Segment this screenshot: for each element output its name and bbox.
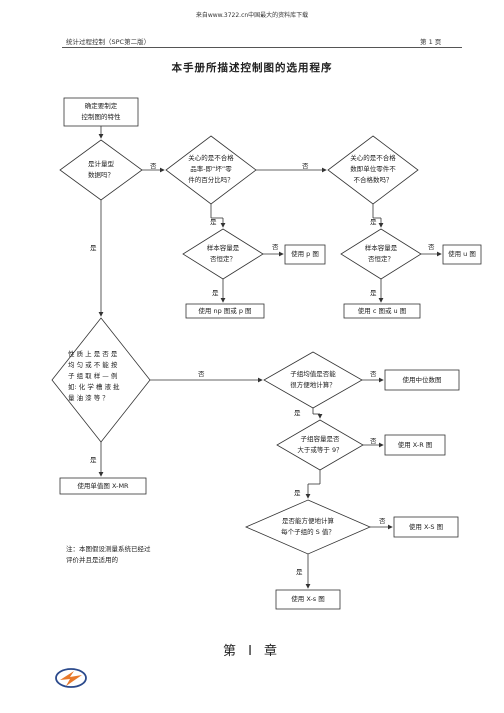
label-use-p: 使用 p 图 — [291, 250, 319, 258]
footnote: 注：本图假设测量系统已经过 评价并且是适用的 — [66, 545, 151, 564]
edge-yes-s: 是 — [296, 568, 303, 576]
edge-yes-sample-2: 是 — [370, 289, 377, 297]
label-sample-1: 样本容量是 否恒定？ — [206, 244, 240, 263]
box-use-u — [442, 244, 482, 265]
page-title: 本手册所描述控制图的选用程序 — [171, 62, 333, 74]
label-start: 确定要制定 控制图的特性 — [81, 102, 121, 121]
label-homogeneous: 性 质 上 是 否 是 均 匀 或 不 能 按 子 组 取 样 — 例 如: 化… — [68, 350, 120, 402]
edge-no-1: 否 — [150, 162, 157, 170]
header-divider — [62, 47, 462, 48]
edge-no-s: 否 — [379, 517, 386, 525]
label-use-u: 使用 u 图 — [448, 250, 476, 258]
edge-yes-defects: 是 — [370, 218, 377, 226]
edge-no-mean: 否 — [370, 370, 377, 378]
box-use-xr — [384, 434, 446, 456]
label-use-c-u: 使用 c 图或 u 图 — [357, 307, 407, 315]
label-use-median: 使用中位数图 — [402, 376, 442, 384]
label-mean: 子组均值是否能 很方便地计算？ — [290, 370, 336, 389]
label-use-xs-2: 使用 X-s 图 — [291, 595, 325, 603]
edge-yes-percent: 是 — [210, 218, 217, 226]
label-use-x-mr: 使用单值图 X-MR — [77, 482, 129, 490]
box-use-xs-2 — [275, 589, 341, 610]
box-use-x-mr — [59, 477, 147, 495]
edge-yes-subgroup: 是 — [294, 489, 301, 497]
label-defects: 关心的是不合格 数即单位零件不 不合格数吗？ — [350, 154, 396, 184]
box-use-c-u — [343, 303, 421, 319]
box-use-p — [284, 244, 326, 265]
chapter-label: 第 Ⅰ 章 — [222, 644, 282, 659]
edge-yes-variable: 是 — [90, 244, 97, 252]
source-banner: 来自www.3722.cn中国最大的资料库下载 — [195, 12, 309, 19]
box-use-xs — [393, 516, 459, 538]
edge-yes-mean: 是 — [294, 409, 301, 417]
label-s: 是否能方便地计算 每个子组的 S 值？ — [281, 517, 335, 536]
edge-yes-sample-1: 是 — [212, 289, 219, 297]
box-use-median — [384, 369, 460, 391]
label-use-xr: 使用 X-R 图 — [397, 441, 433, 449]
edge-no-2: 否 — [302, 162, 309, 170]
page-number: 第 1 页 — [420, 38, 442, 46]
label-variable: 是计量型 数据吗？ — [88, 160, 114, 179]
edge-yes-homogeneous: 是 — [90, 456, 97, 464]
edge-no-subgroup: 否 — [370, 437, 377, 445]
label-sample-2: 样本容量是 否恒定？ — [364, 244, 398, 263]
document-title: 统计过程控制（SPC第二版） — [66, 38, 151, 46]
edge-no-homogeneous: 否 — [198, 370, 205, 378]
box-use-np-p — [185, 303, 265, 319]
label-subgroup: 子组容量是否 大于或等于 9？ — [297, 435, 343, 454]
label-use-xs: 使用 X-S 图 — [408, 523, 444, 531]
edge-no-sample-1: 否 — [272, 243, 279, 251]
label-percent: 关心的是不合格 品率-即“坏”零 件的百分比吗？ — [188, 154, 234, 184]
edge-no-sample-2: 否 — [428, 243, 435, 251]
label-use-np-p: 使用 np 图或 p 图 — [198, 307, 252, 315]
company-logo-icon — [55, 668, 87, 688]
